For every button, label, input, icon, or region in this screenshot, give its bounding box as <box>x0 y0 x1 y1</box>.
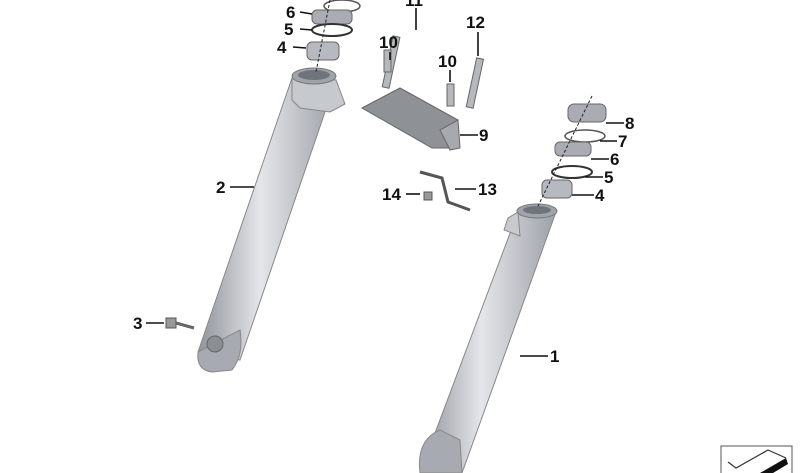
callout-3: 3 <box>133 314 142 333</box>
callout-8: 8 <box>625 114 634 133</box>
callout-4-right: 4 <box>595 186 605 205</box>
callout-14: 14 <box>382 185 401 204</box>
right-bearing-stack <box>537 95 607 207</box>
callout-6-left: 6 <box>286 3 295 22</box>
bolt-3-part <box>165 317 195 330</box>
diagram-symbol-icon <box>720 445 793 473</box>
callout-9: 9 <box>479 126 488 145</box>
left-bearing-stack <box>306 0 361 73</box>
callout-2: 2 <box>216 178 225 197</box>
callout-5-left: 5 <box>284 20 293 39</box>
callout-10a: 10 <box>379 33 398 52</box>
left-fork-leg <box>197 67 346 373</box>
bracket-9-part <box>360 35 485 212</box>
callout-11: 11 <box>405 0 423 10</box>
callout-4-left: 4 <box>277 38 287 57</box>
callout-1: 1 <box>550 347 559 366</box>
callout-6-right: 6 <box>610 150 619 169</box>
callout-12: 12 <box>466 13 485 32</box>
callout-7: 7 <box>618 132 627 151</box>
right-fork-leg <box>418 203 558 473</box>
callout-10b: 10 <box>438 52 457 71</box>
leader-lines <box>146 8 624 357</box>
callout-13: 13 <box>478 180 497 199</box>
callout-5-right: 5 <box>604 168 613 187</box>
